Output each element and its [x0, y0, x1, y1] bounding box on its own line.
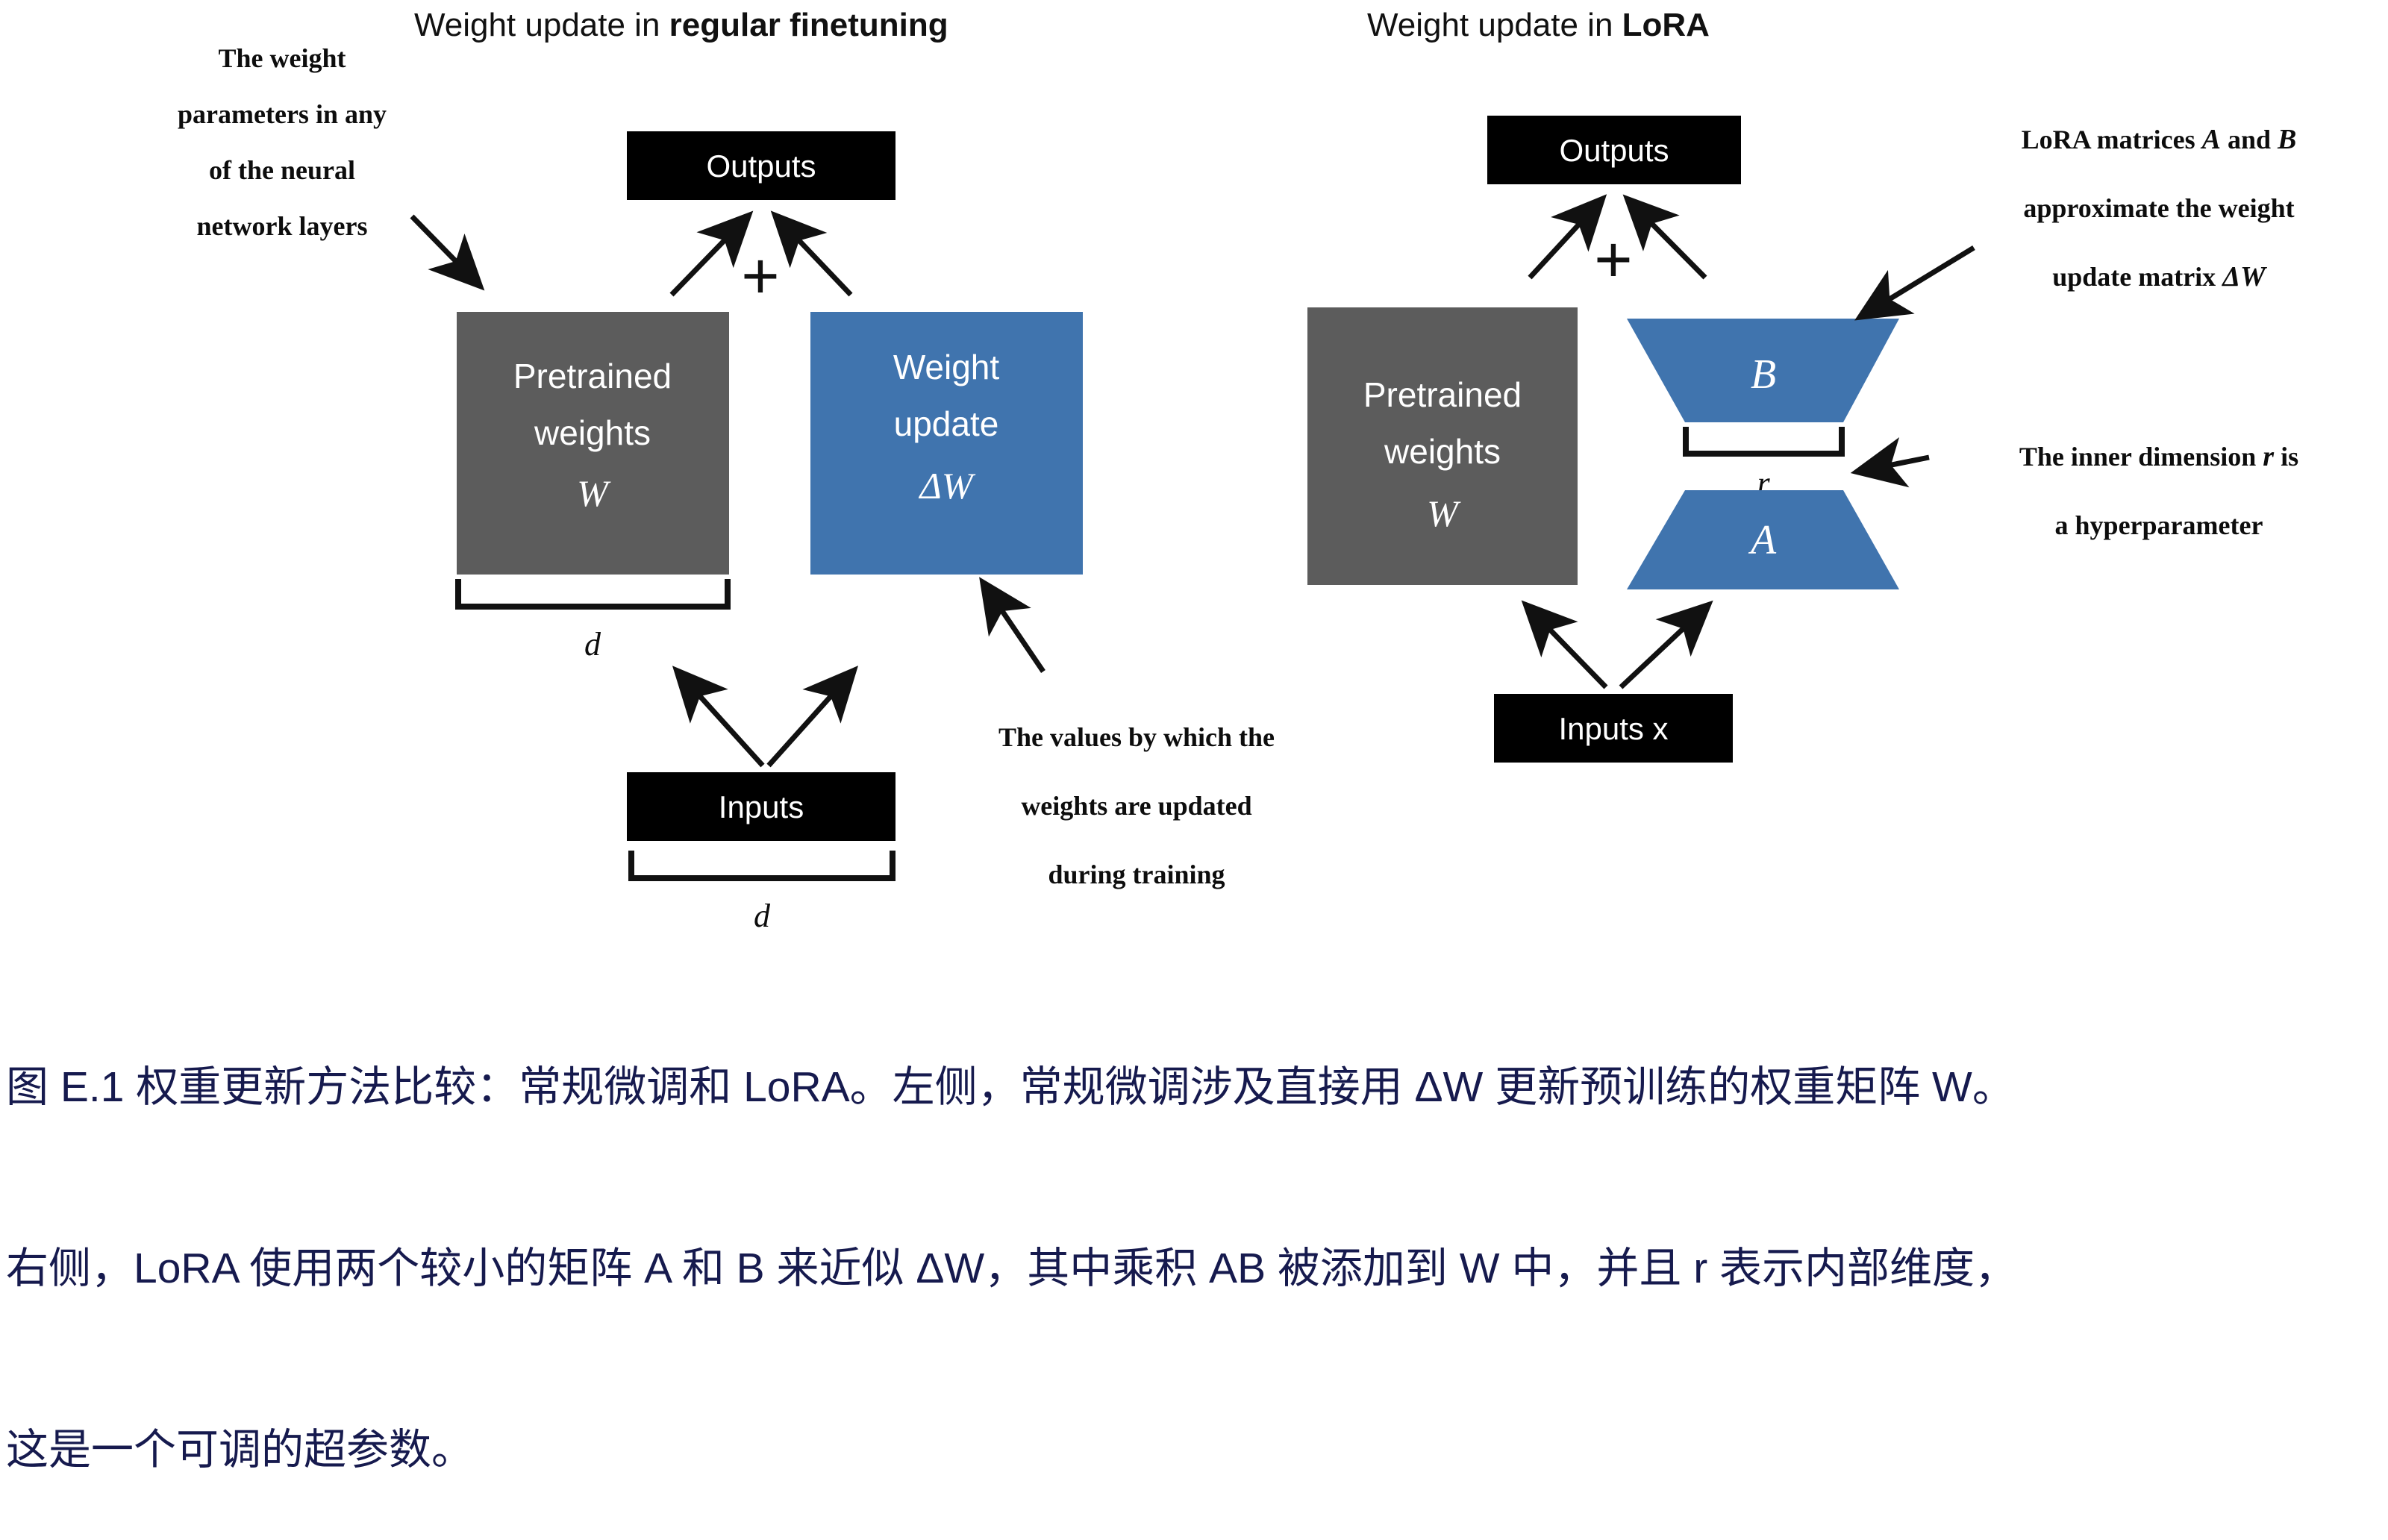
- svg-text:approximate the weight: approximate the weight: [2023, 193, 2294, 223]
- right-arrow-w-to-output: [1528, 194, 1607, 280]
- svg-text:d: d: [754, 898, 771, 933]
- svg-text:weights: weights: [1384, 432, 1501, 471]
- left-plus-sign: +: [741, 239, 779, 313]
- left-inputs-box: Inputs: [627, 772, 896, 841]
- svg-text:of the neural: of the neural: [209, 155, 355, 185]
- right-outputs-box: Outputs: [1487, 116, 1741, 184]
- svg-text:a hyperparameter: a hyperparameter: [2055, 510, 2263, 540]
- right-panel-title: Weight update in LoRA: [1367, 7, 1710, 43]
- svg-text:ΔW: ΔW: [919, 465, 976, 507]
- right-matrix-b-trapezoid: B: [1627, 319, 1899, 422]
- right-arrow-ba-to-output: [1622, 194, 1707, 280]
- left-annotation-weight-params: The weight parameters in any of the neur…: [178, 43, 387, 241]
- annot-line-3: update matrix ΔW: [2052, 261, 2268, 292]
- left-arrow-input-to-dw: [766, 666, 859, 768]
- right-annotation-lora-arrow: [1854, 245, 1975, 321]
- caption-line-2: 右侧，LoRA 使用两个较小的矩阵 A 和 B 来近似 ΔW，其中乘积 AB 被…: [6, 1244, 2018, 1292]
- right-annotation-lora-matrices: LoRA matrices A and B approximate the we…: [2022, 124, 2297, 292]
- svg-text:W: W: [1427, 492, 1461, 534]
- svg-text:Pretrained: Pretrained: [1363, 375, 1522, 414]
- left-annotation-values-arrow: [979, 577, 1045, 673]
- left-panel-title: Weight update in regular finetuning: [414, 7, 948, 43]
- svg-text:A: A: [1748, 517, 1777, 563]
- left-arrow-w-to-output: [669, 210, 754, 297]
- svg-text:d: d: [584, 626, 601, 663]
- svg-text:Inputs: Inputs: [719, 789, 804, 824]
- svg-text:W: W: [577, 472, 611, 514]
- svg-text:The weight: The weight: [219, 43, 346, 73]
- right-plus-sign: +: [1594, 222, 1632, 296]
- right-annotation-inner-arrow: [1850, 437, 1930, 488]
- right-pretrained-weights-box: Pretrained weights W: [1307, 307, 1578, 585]
- caption-line-1: 图 E.1 权重更新方法比较：常规微调和 LoRA。左侧，常规微调涉及直接用 Δ…: [6, 1062, 2015, 1111]
- left-annotation-arrow: [410, 214, 485, 291]
- svg-text:update: update: [894, 404, 999, 443]
- svg-text:Outputs: Outputs: [706, 148, 816, 184]
- svg-text:Outputs: Outputs: [1559, 133, 1669, 168]
- left-dimension-bracket-top: d: [455, 579, 731, 663]
- right-arrow-input-to-a: [1619, 600, 1713, 689]
- svg-text:Inputs x: Inputs x: [1558, 711, 1668, 746]
- svg-text:B: B: [1751, 351, 1776, 398]
- svg-text:weights are updated: weights are updated: [1021, 791, 1251, 821]
- left-weight-update-box: Weight update ΔW: [810, 312, 1083, 575]
- left-arrow-dw-to-output: [770, 210, 853, 297]
- caption-line-3: 这是一个可调的超参数。: [6, 1425, 474, 1474]
- left-arrow-input-to-w: [672, 666, 765, 768]
- left-annotation-values: The values by which the weights are upda…: [998, 722, 1275, 889]
- right-matrix-a-trapezoid: A: [1627, 490, 1899, 589]
- svg-text:The values by which the: The values by which the: [998, 722, 1275, 752]
- annot-line-1: LoRA matrices A and B: [2022, 124, 2297, 155]
- svg-text:weights: weights: [534, 413, 651, 452]
- figure-caption: 图 E.1 权重更新方法比较：常规微调和 LoRA。左侧，常规微调涉及直接用 Δ…: [6, 936, 2388, 1540]
- right-annotation-inner-dimension: The inner dimension r is a hyperparamete…: [2019, 441, 2298, 540]
- figure-diagram: Weight update in regular finetuning Weig…: [178, 7, 2298, 933]
- right-arrow-input-to-w: [1521, 600, 1608, 689]
- svg-text:network layers: network layers: [197, 211, 368, 241]
- annot-line-4: The inner dimension r is: [2019, 441, 2298, 472]
- svg-text:parameters in any: parameters in any: [178, 99, 387, 129]
- left-pretrained-weights-box: Pretrained weights W: [457, 312, 729, 575]
- svg-text:during training: during training: [1048, 860, 1225, 889]
- right-inputs-box: Inputs x: [1494, 694, 1733, 763]
- left-outputs-box: Outputs: [627, 131, 896, 200]
- svg-text:Pretrained: Pretrained: [513, 357, 672, 395]
- svg-text:Weight: Weight: [893, 348, 1000, 386]
- left-dimension-bracket-bottom: d: [628, 851, 896, 933]
